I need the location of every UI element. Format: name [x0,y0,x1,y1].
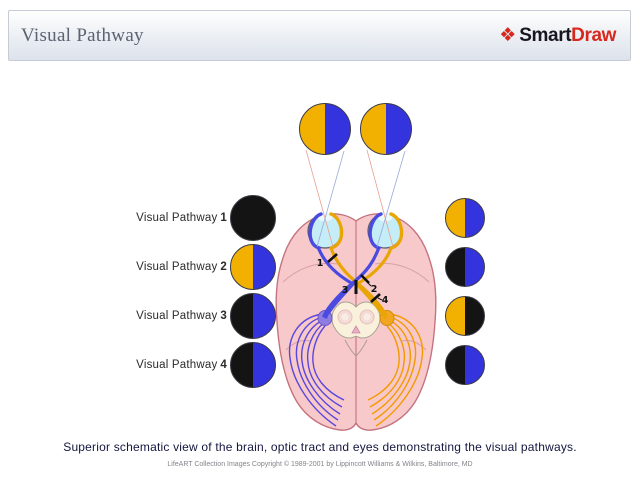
copyright-line: LifeART Collection Images Copyright © 19… [167,461,473,468]
lesion-marker-3: 3 [342,285,349,296]
lesion-marker-4: 4 [382,295,389,306]
aqueduct-triangle [351,325,361,334]
right-eye-temporal-fiber [354,246,393,319]
optic-radiation-right [367,313,424,427]
lesion-marker-1: 1 [317,258,324,269]
brainstem-lines [344,339,368,357]
eyes [307,212,404,250]
page-title: Visual Pathway [21,24,144,46]
header-bar: Visual Pathway ❖ SmartDraw [8,10,631,61]
lesion-marker-2: 2 [371,284,378,295]
optic-radiation-left [288,313,345,427]
figure-caption: Superior schematic view of the brain, op… [63,440,577,454]
left-eye-temporal-fiber [316,245,356,319]
smartdraw-wordmark: SmartDraw [519,24,616,46]
smartdraw-diamond-icon: ❖ [499,25,517,46]
midbrain [331,301,381,339]
lesion-ticks [327,253,383,303]
smartdraw-logo[interactable]: ❖ SmartDraw [499,25,630,47]
light-rays [305,149,406,248]
